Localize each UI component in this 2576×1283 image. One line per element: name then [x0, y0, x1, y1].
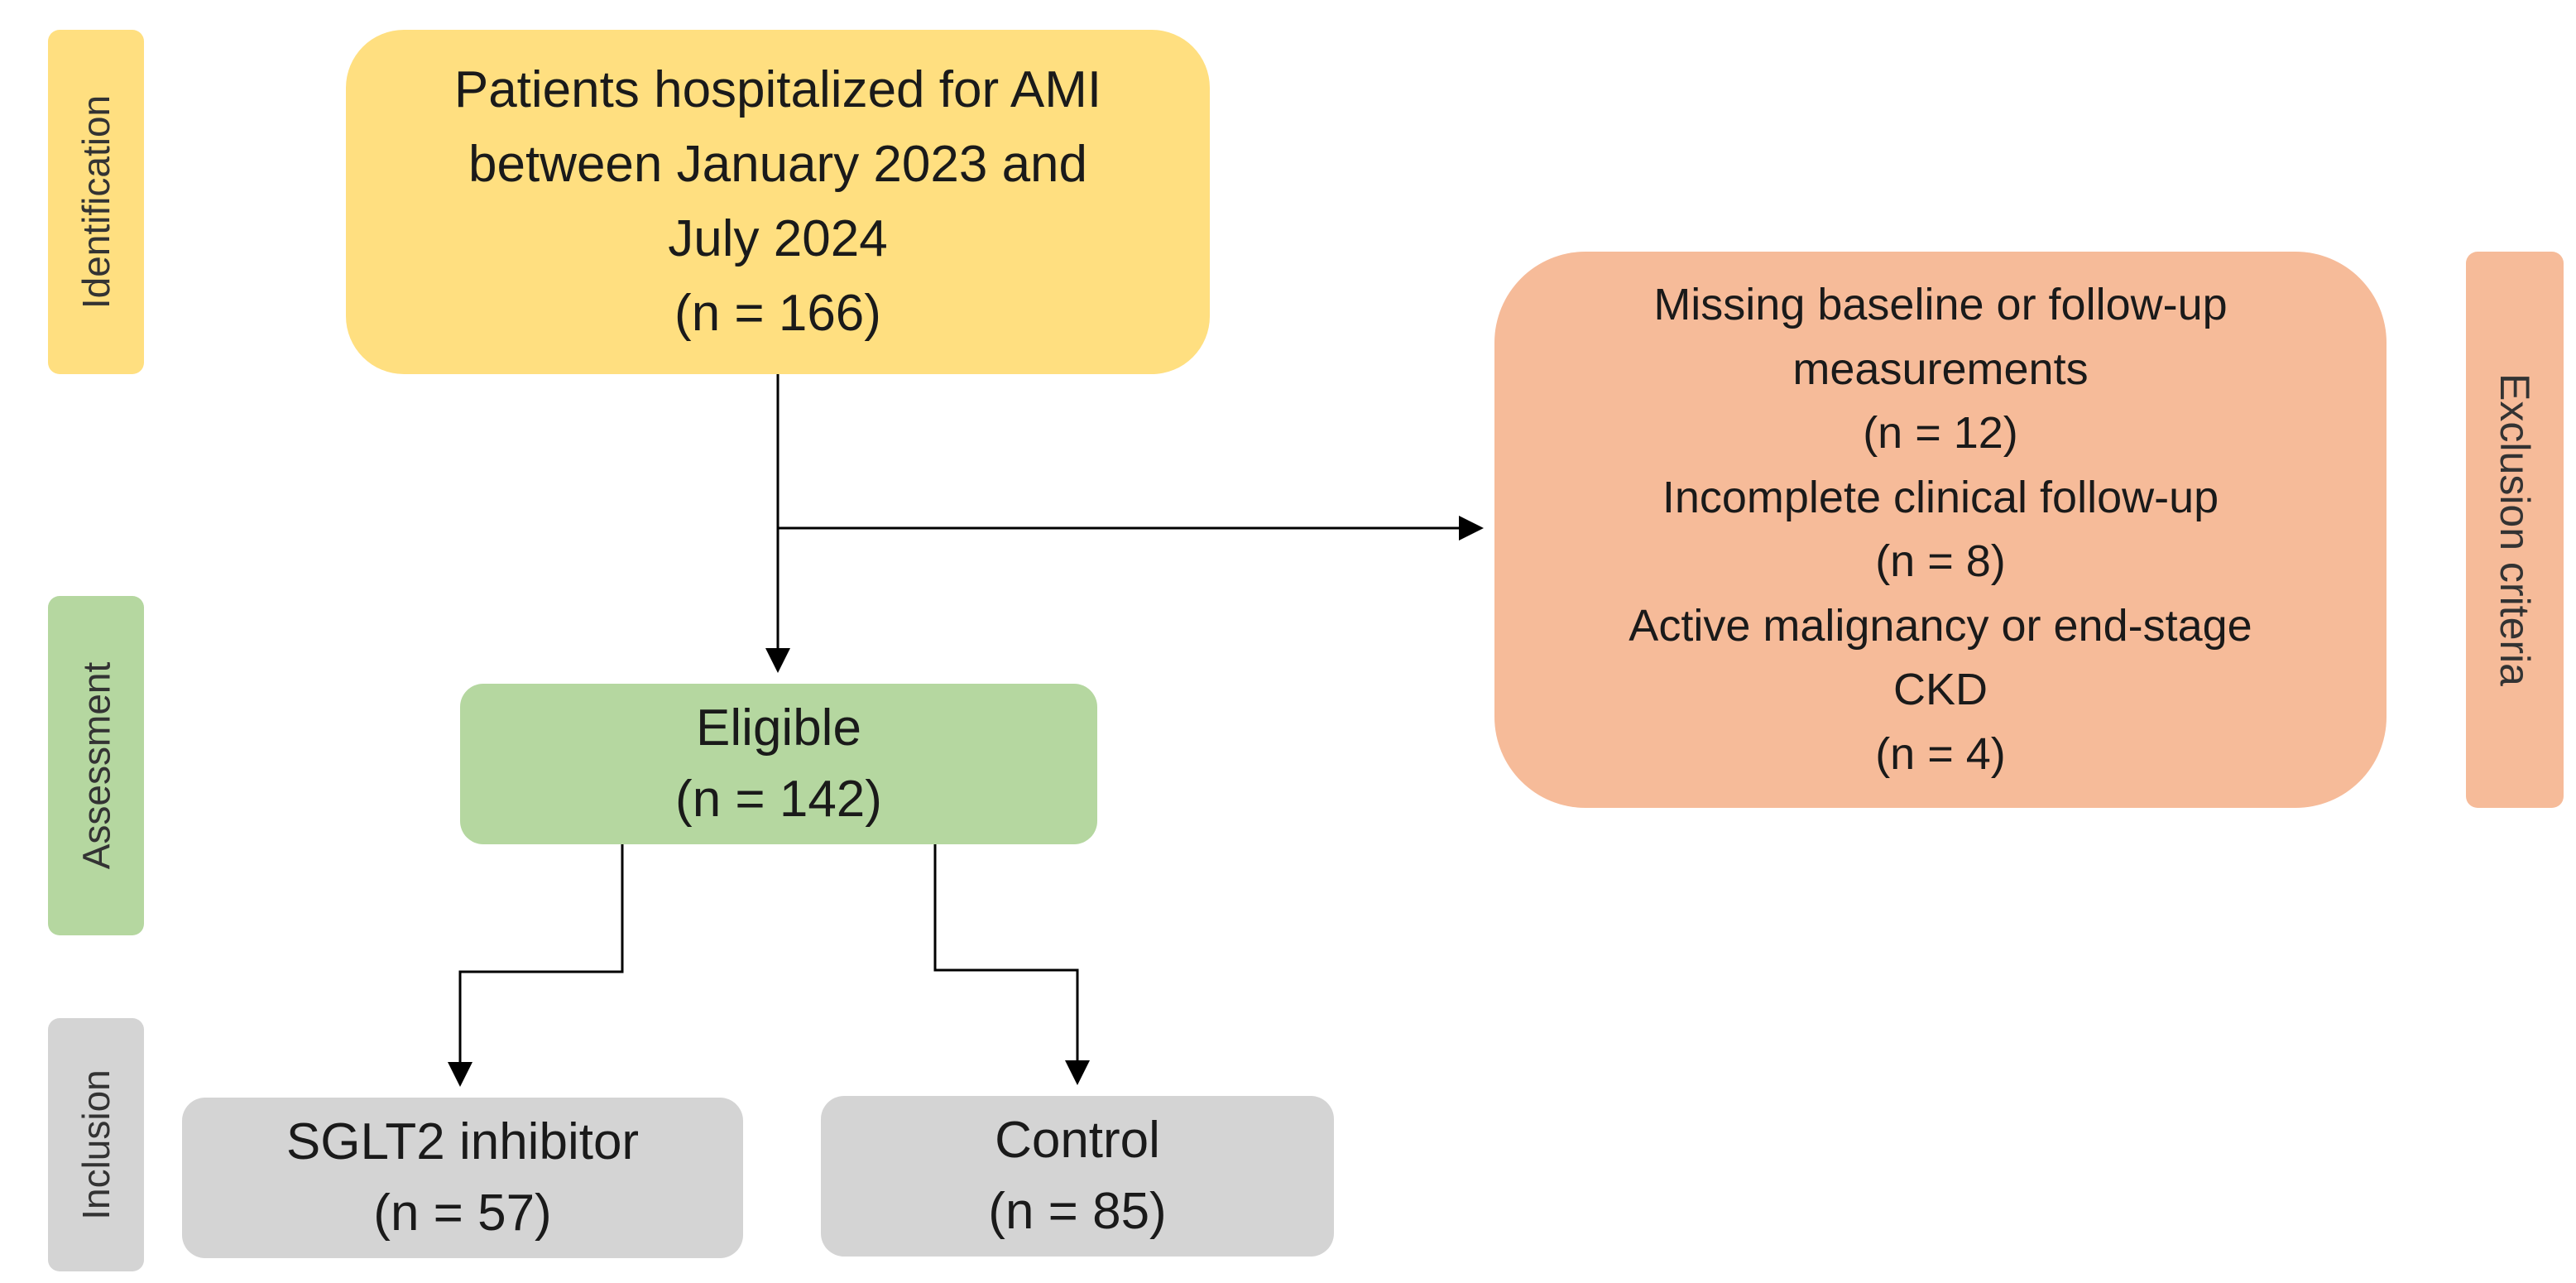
exclusion-reason-1-count: (n = 12): [1863, 408, 2018, 458]
eligible-count: (n = 142): [675, 771, 882, 828]
eligible-box: Eligible (n = 142): [460, 684, 1097, 844]
eligible-label: Eligible: [696, 699, 861, 757]
exclusion-reason-3-line-1: Active malignancy or end-stage: [1629, 600, 2252, 651]
sglt2-count: (n = 57): [373, 1184, 552, 1242]
phase-label-exclusion-criteria: Exclusion criteria: [2466, 252, 2564, 808]
identified-line-2: between January 2023 and: [468, 136, 1088, 193]
exclusion-reason-3-line-2: CKD: [1892, 665, 1988, 714]
exclusion-reason-3-count: (n = 4): [1875, 728, 2006, 779]
exclusion-criteria-box: Missing baseline or follow-up measuremen…: [1494, 252, 2387, 808]
connector-eligible-to-sglt2: [448, 844, 624, 1087]
control-box: Control (n = 85): [821, 1096, 1334, 1257]
identified-patients-box: Patients hospitalized for AMI between Ja…: [346, 30, 1210, 374]
exclusion-reason-2-count: (n = 8): [1875, 536, 2006, 586]
connector-eligible-to-control: [933, 844, 1090, 1085]
phase-label-inclusion: Inclusion: [48, 1018, 144, 1271]
exclusion-reason-1-line-1: Missing baseline or follow-up: [1653, 280, 2228, 329]
exclusion-reason-2-line-1: Incomplete clinical follow-up: [1662, 472, 2219, 522]
identified-count: (n = 166): [674, 285, 881, 342]
exclusion-reason-1-line-2: measurements: [1792, 344, 2089, 394]
phase-label-assessment: Assessment: [48, 596, 144, 935]
identified-line-1: Patients hospitalized for AMI: [453, 61, 1102, 118]
control-label: Control: [995, 1112, 1160, 1169]
sglt2-label: SGLT2 inhibitor: [285, 1113, 640, 1170]
sglt2-inhibitor-box: SGLT2 inhibitor (n = 57): [182, 1098, 743, 1258]
identified-line-3: July 2024: [668, 210, 888, 267]
control-count: (n = 85): [988, 1183, 1167, 1240]
phase-label-identification: Identification: [48, 30, 144, 374]
